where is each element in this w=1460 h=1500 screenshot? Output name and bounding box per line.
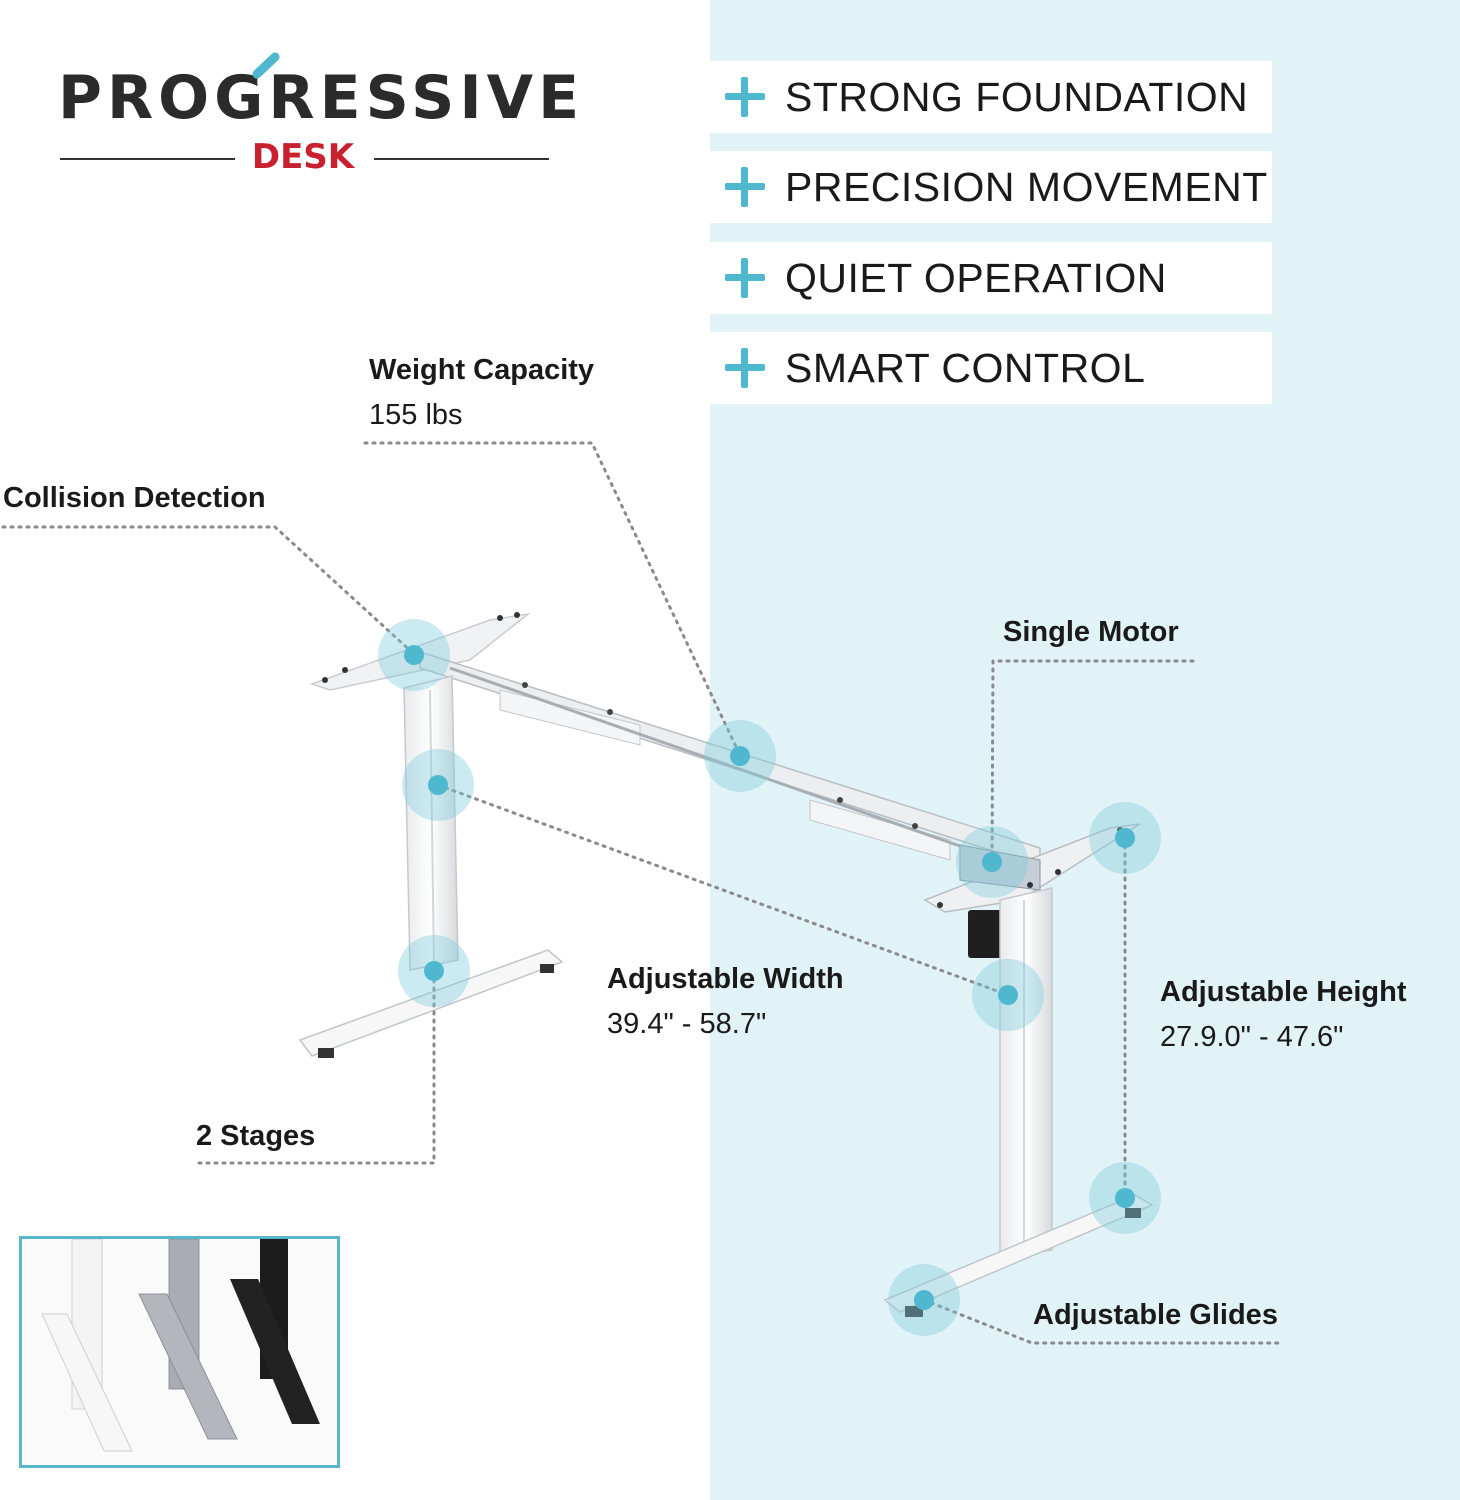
hotspot-width-left: [402, 749, 474, 821]
hotspot-height-top: [1089, 802, 1161, 874]
plus-icon: [725, 348, 765, 388]
feature-label: STRONG FOUNDATION: [785, 73, 1249, 120]
collision-detection-title: Collision Detection: [3, 482, 266, 514]
adjustable-width-title: Adjustable Width: [607, 963, 844, 995]
adjustable-height-title: Adjustable Height: [1160, 976, 1407, 1008]
brand-sub: DESK: [251, 137, 355, 177]
leg-color-variants: [41, 1239, 320, 1452]
hotspot-height-bottom: [1089, 1162, 1161, 1234]
brand-name: PROGRESSIVE: [58, 63, 585, 133]
hotspots: [378, 619, 1161, 1336]
plus-icon: [725, 258, 765, 298]
hotspot-weight: [704, 720, 776, 792]
plus-icon: [725, 77, 765, 117]
two-stages-title: 2 Stages: [196, 1120, 316, 1152]
weight-capacity-value: 155 lbs: [369, 399, 463, 431]
feature-label: SMART CONTROL: [785, 344, 1146, 391]
variant-grey-leg: [138, 1239, 238, 1440]
feature-item: PRECISION MOVEMENT: [710, 151, 1272, 223]
logo-divider-right: [374, 158, 549, 160]
adjustable-glides-title: Adjustable Glides: [1033, 1299, 1278, 1331]
left-leg: [298, 675, 564, 1058]
feature-item: QUIET OPERATION: [710, 242, 1272, 314]
motor: [968, 910, 1002, 958]
leader-lines: [1, 441, 1285, 1345]
weight-capacity-title: Weight Capacity: [369, 354, 595, 386]
feature-item: SMART CONTROL: [710, 332, 1272, 404]
adjustable-width-value: 39.4" - 58.7": [607, 1008, 767, 1040]
hotspot-collision: [378, 619, 450, 691]
right-leg: [883, 887, 1154, 1317]
variant-black-leg: [230, 1239, 320, 1424]
color-variants-inset: [19, 1236, 340, 1468]
magnifier-icon: [252, 52, 280, 79]
feature-label: QUIET OPERATION: [785, 254, 1167, 301]
logo-divider-left: [60, 158, 235, 160]
hotspot-stages: [398, 935, 470, 1007]
brand-logo: PROGRESSIVE DESK: [58, 52, 579, 190]
feature-item: STRONG FOUNDATION: [710, 61, 1272, 133]
adjustable-height-value: 27.9.0" - 47.6": [1160, 1021, 1344, 1053]
hotspot-motor: [956, 826, 1028, 898]
variant-white-leg: [41, 1239, 133, 1452]
single-motor-title: Single Motor: [1003, 616, 1179, 648]
feature-label: PRECISION MOVEMENT: [785, 163, 1268, 210]
hotspot-glides: [888, 1264, 960, 1336]
plus-icon: [725, 167, 765, 207]
hotspot-width-right: [972, 959, 1044, 1031]
